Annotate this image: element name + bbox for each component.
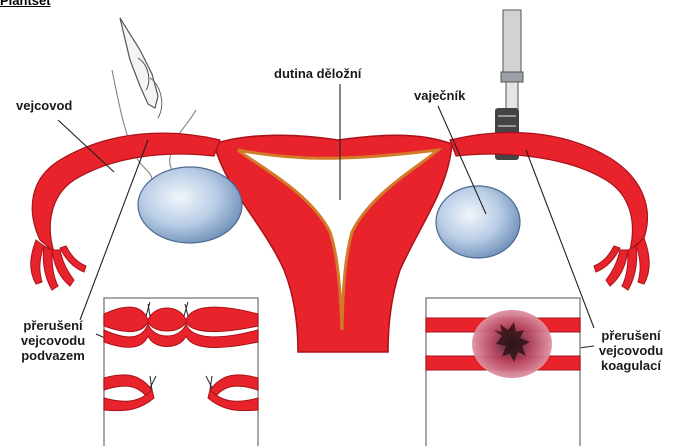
ligation-needle-instrument xyxy=(112,18,196,186)
ligation-inset xyxy=(104,298,258,446)
label-ovary: vaječník xyxy=(414,88,465,103)
left-fimbriae xyxy=(31,240,86,290)
right-fimbriae xyxy=(594,238,649,290)
label-oviduct: vejcovod xyxy=(16,98,72,113)
label-ligation-line1: přerušení xyxy=(6,318,100,333)
label-ligation-line2: vejcovodu xyxy=(6,333,100,348)
label-uterine-cavity: dutina děložní xyxy=(274,66,361,81)
left-ovary xyxy=(138,167,242,243)
label-coagulation-line1: přerušení xyxy=(588,328,674,343)
label-coagulation-line3: koagulací xyxy=(588,358,674,373)
label-coagulation-line2: vejcovodu xyxy=(588,343,674,358)
label-ligation-line3: podvazem xyxy=(6,348,100,363)
label-coagulation: přerušení vejcovodu koagulací xyxy=(588,328,674,373)
label-ligation: přerušení vejcovodu podvazem xyxy=(6,318,100,363)
coagulation-inset xyxy=(426,298,580,446)
